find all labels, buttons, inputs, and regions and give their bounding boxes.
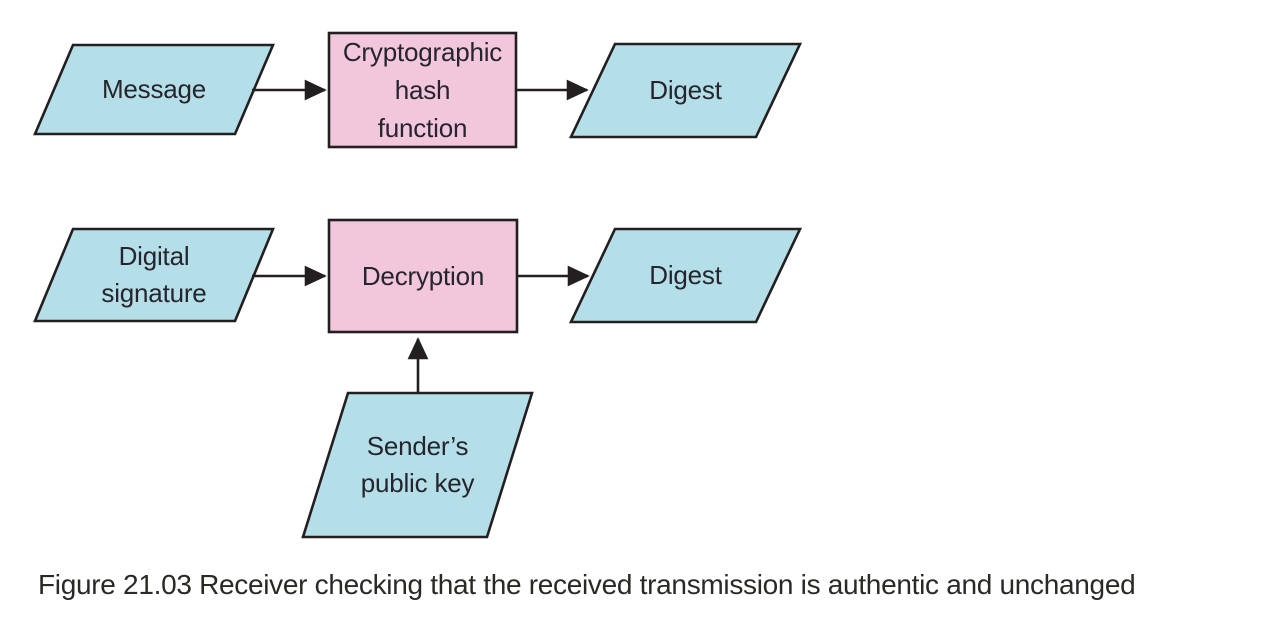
message-shape xyxy=(33,43,275,136)
decryption-shape xyxy=(327,218,519,334)
hash-function-shape xyxy=(327,31,518,149)
figure-caption: Figure 21.03 Receiver checking that the … xyxy=(38,569,1136,600)
digest-top-shape xyxy=(568,42,803,139)
sender-public-key-shape xyxy=(301,391,534,539)
digital-signature-shape xyxy=(33,227,275,323)
digest-middle-shape xyxy=(568,227,803,324)
